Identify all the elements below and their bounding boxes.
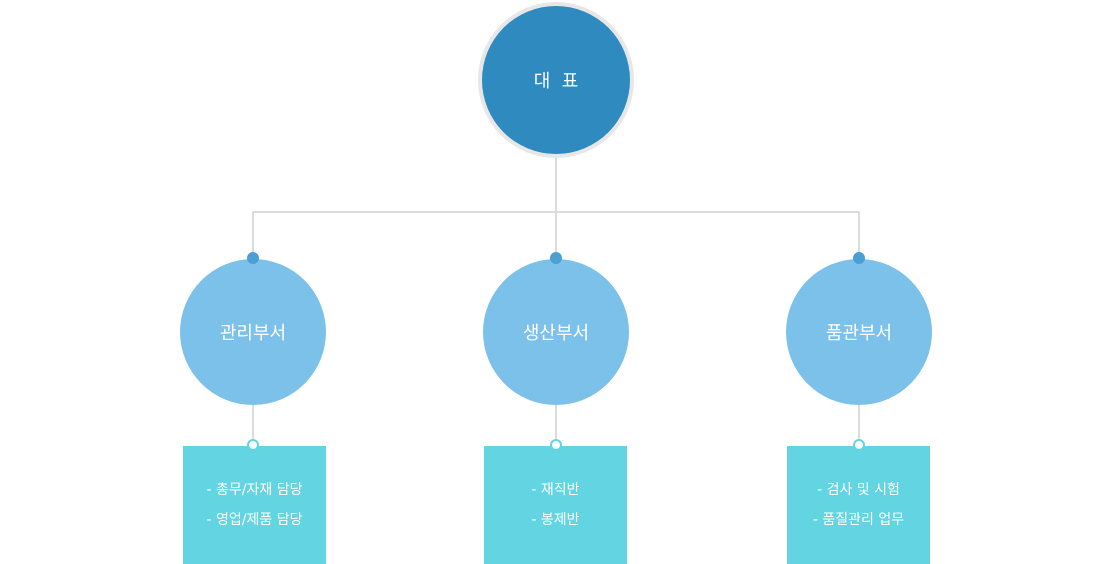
department-label: 관리부서 bbox=[219, 323, 287, 344]
connector-branch-left bbox=[252, 211, 254, 259]
connector-dot-left bbox=[247, 252, 259, 264]
ceo-label: 대 표 bbox=[533, 71, 579, 92]
duty-item: - 총무/자재 담당 bbox=[206, 482, 303, 498]
connector-branch-right bbox=[858, 211, 860, 259]
duty-connector-dot-left bbox=[247, 439, 259, 451]
connector-dot-center bbox=[550, 252, 562, 264]
connector-dot-right bbox=[853, 252, 865, 264]
duty-box-production: - 재직반 - 봉제반 bbox=[484, 446, 627, 564]
duty-box-quality: - 검사 및 시험 - 품질관리 업무 bbox=[787, 446, 930, 564]
duty-item: - 검사 및 시험 bbox=[817, 482, 900, 498]
department-label: 품관부서 bbox=[825, 323, 893, 344]
duty-item: - 품질관리 업무 bbox=[812, 512, 905, 528]
department-node-quality: 품관부서 bbox=[786, 259, 932, 405]
duty-item: - 재직반 bbox=[531, 482, 580, 498]
duty-box-management: - 총무/자재 담당 - 영업/제품 담당 bbox=[183, 446, 326, 564]
connector-duty-center bbox=[555, 404, 557, 446]
duty-item: - 영업/제품 담당 bbox=[206, 512, 303, 528]
duty-connector-dot-right bbox=[853, 439, 865, 451]
connector-duty-right bbox=[858, 404, 860, 446]
ceo-node: 대 표 bbox=[482, 6, 630, 154]
connector-ceo-trunk bbox=[555, 156, 557, 212]
department-node-management: 관리부서 bbox=[180, 259, 326, 405]
connector-branch-center bbox=[555, 211, 557, 259]
duty-item: - 봉제반 bbox=[531, 512, 580, 528]
connector-duty-left bbox=[252, 404, 254, 446]
duty-connector-dot-center bbox=[550, 439, 562, 451]
department-label: 생산부서 bbox=[522, 323, 590, 344]
department-node-production: 생산부서 bbox=[483, 259, 629, 405]
